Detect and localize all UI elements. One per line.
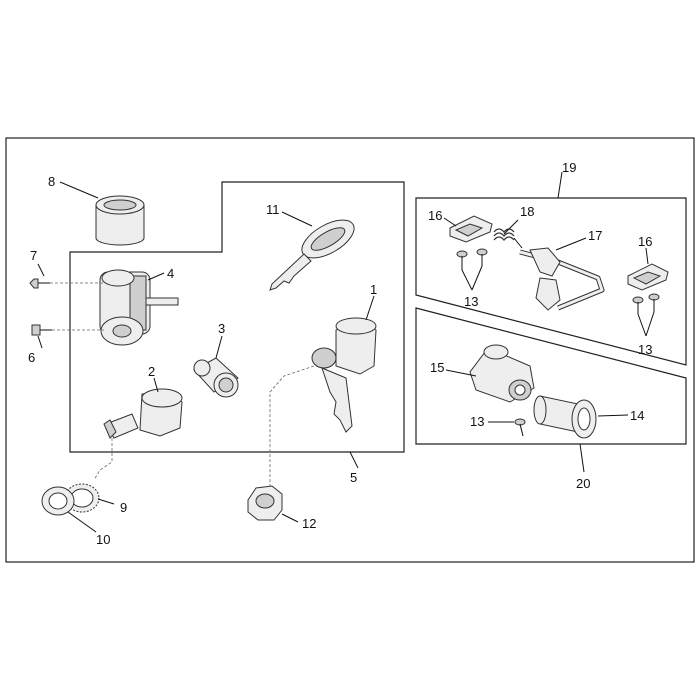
clip-part-16b <box>627 263 669 291</box>
screw-part-13a <box>456 248 488 270</box>
leader-lines <box>37 171 655 533</box>
sleeve-part-14 <box>533 395 597 439</box>
lever-part-15 <box>469 344 535 403</box>
screw-part-13b <box>632 293 660 314</box>
callout-10: 10 <box>96 532 110 547</box>
callout-7: 7 <box>30 248 37 263</box>
callout-4: 4 <box>167 266 174 281</box>
callout-3: 3 <box>218 321 225 336</box>
callout-14: 14 <box>630 408 644 423</box>
screw-part-7 <box>29 278 50 289</box>
callout-16b: 16 <box>638 234 652 249</box>
outer-frame <box>5 137 695 563</box>
lock-body-part-4 <box>99 269 179 346</box>
hex-nut-part-12 <box>247 485 283 521</box>
callout-2: 2 <box>148 364 155 379</box>
callout-19: 19 <box>562 160 576 175</box>
group-box-20 <box>415 307 687 445</box>
callout-8: 8 <box>48 174 55 189</box>
callout-16a: 16 <box>428 208 442 223</box>
key-part-11 <box>269 219 355 291</box>
screw-part-13c <box>514 418 526 437</box>
dash-1-12 <box>269 365 315 496</box>
callout-20: 20 <box>576 476 590 491</box>
lock-latch-part-1 <box>311 317 377 433</box>
callout-13c: 13 <box>470 414 484 429</box>
screw-part-6 <box>31 324 52 336</box>
callout-18: 18 <box>520 204 534 219</box>
clip-part-16a <box>449 215 493 243</box>
callout-9: 9 <box>120 500 127 515</box>
dash-2-9 <box>93 438 113 481</box>
callout-13a: 13 <box>464 294 478 309</box>
ring-part-10 <box>41 486 75 516</box>
callout-13b: 13 <box>638 342 652 357</box>
callout-11: 11 <box>266 202 280 217</box>
group-box-19 <box>415 197 687 366</box>
callout-5: 5 <box>350 470 357 485</box>
callout-1: 1 <box>370 282 377 297</box>
callout-12: 12 <box>302 516 316 531</box>
callout-17: 17 <box>588 228 602 243</box>
rod-part-17 <box>519 247 605 311</box>
spring-part-18 <box>493 228 523 249</box>
group-box-5 <box>69 181 405 453</box>
cylinder-part-3 <box>193 357 239 398</box>
bushing-part-8 <box>95 195 145 246</box>
callout-15: 15 <box>430 360 444 375</box>
lock-cylinder-part-2 <box>103 388 183 439</box>
callout-6: 6 <box>28 350 35 365</box>
